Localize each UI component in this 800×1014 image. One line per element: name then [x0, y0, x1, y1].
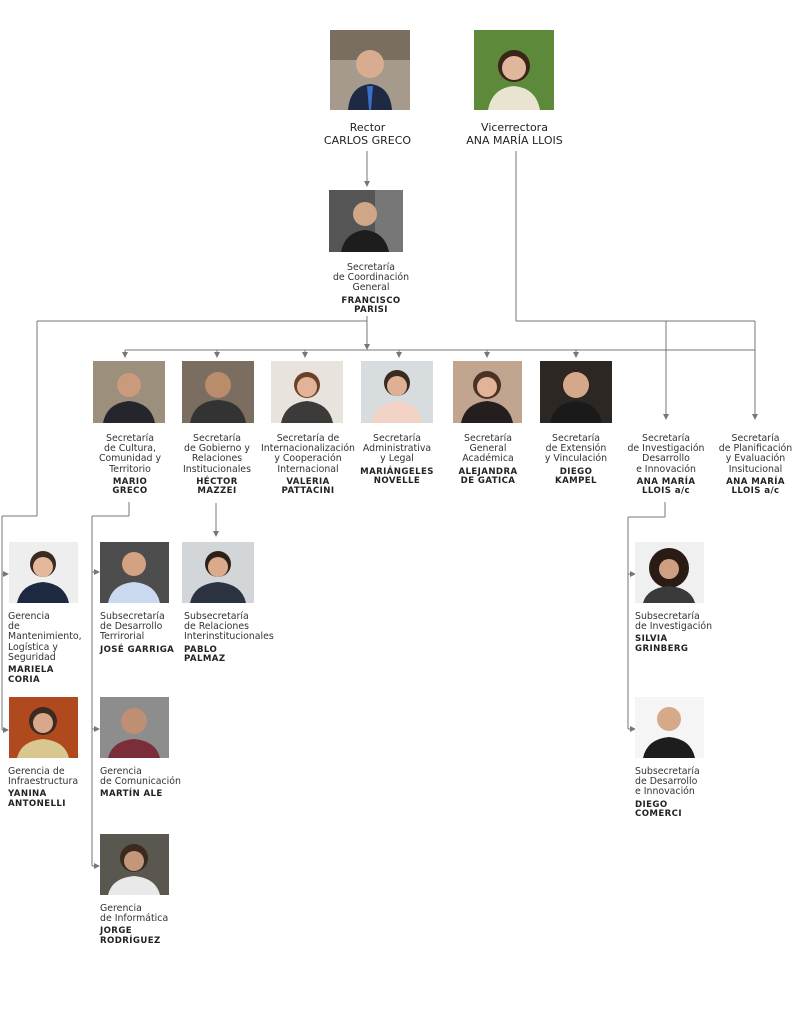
vicerrectora-name: ANA MARÍA LLOIS — [466, 134, 563, 147]
dependencia-role: Subsecretaría de Desarrollo e Innovación — [635, 766, 700, 798]
secretaria-role: Secretaría Administrativa y Legal — [362, 433, 432, 465]
coordinacion-name: FRANCISCO PARISI — [341, 295, 401, 316]
dependencia-name: JOSÉ GARRIGA — [100, 644, 175, 655]
vicerrectora-photo — [474, 30, 554, 110]
gerencia-informatica-photo — [100, 834, 169, 895]
secretaria-internacionalizacion-block: Secretaría de Internacionalización y Coo… — [258, 433, 358, 497]
subsecretaria-investigacion-block: Subsecretaría de Investigación SILVIA GR… — [635, 611, 725, 655]
secretaria-name: MARIO GRECO — [112, 476, 148, 497]
rector-photo — [330, 30, 410, 110]
dependencia-role: Subsecretaría de Investigación — [635, 611, 713, 633]
dependencia-role: Subsecretaría de Relaciones Interinstitu… — [184, 611, 274, 643]
coordinacion-role: Secretaría de Coordinación General — [332, 262, 410, 294]
secretaria-role: Secretaría de Internacionalización y Coo… — [260, 433, 356, 475]
dependencia-role: Gerencia de Comunicación — [100, 766, 181, 788]
dependencia-role: Subsecretaría de Desarrollo Terrirorial — [100, 611, 165, 643]
secretaria-name: ALEJANDRA DE GATICA — [458, 466, 518, 487]
subsecretaria-relaciones-photo — [182, 542, 254, 603]
secretaria-gobierno-photo — [182, 361, 254, 423]
dependencia-name: DIEGO COMERCI — [635, 799, 682, 820]
coordinacion-photo — [329, 190, 403, 252]
gerencia-infraestructura-block: Gerencia de Infraestructura YANINA ANTON… — [8, 766, 94, 810]
gerencia-infraestructura-photo — [9, 697, 78, 758]
secretaria-role: Secretaría General Académica — [462, 433, 514, 465]
secretaria-planificacion-block: Secretaría de Planificación y Evaluación… — [711, 433, 800, 497]
vicerrectora-role: Vicerrectora — [481, 121, 548, 134]
rector-block: Rector CARLOS GRECO — [305, 121, 430, 147]
dependencia-name: JORGE RODRÍGUEZ — [100, 926, 161, 946]
secretaria-academica-photo — [453, 361, 522, 423]
vicerrectora-block: Vicerrectora ANA MARÍA LLOIS — [452, 121, 577, 147]
secretaria-cultura-block: Secretaría de Cultura, Comunidad y Terri… — [86, 433, 174, 497]
gerencia-role: Gerencia de Infraestructura — [8, 766, 79, 788]
subsecretaria-desarrollo-territorial-photo — [100, 542, 169, 603]
secretaria-name: MARIÁNGELES NOVELLE — [360, 466, 434, 487]
subsecretaria-investigacion-photo — [635, 542, 704, 603]
dependencia-name: MARTÍN ALE — [100, 789, 163, 800]
secretaria-administrativa-block: Secretaría Administrativa y Legal MARIÁN… — [349, 433, 445, 487]
dependencia-name: SILVIA GRINBERG — [635, 634, 689, 654]
secretaria-extension-block: Secretaría de Extensión y Vinculación DI… — [528, 433, 624, 487]
subsecretaria-relaciones-block: Subsecretaría de Relaciones Interinstitu… — [184, 611, 284, 665]
secretaria-name: DIEGO KAMPEL — [555, 466, 597, 487]
subsecretaria-desarrollo-territorial-block: Subsecretaría de Desarrollo Terrirorial … — [100, 611, 180, 655]
coordinacion-block: Secretaría de Coordinación General FRANC… — [316, 262, 426, 316]
secretaria-name: ANA MARÍA LLOIS a/c — [726, 476, 785, 497]
secretaria-gobierno-block: Secretaría de Gobierno y Relaciones Inst… — [172, 433, 262, 497]
secretaria-name: HÉCTOR MAZZEI — [196, 476, 238, 497]
secretaria-cultura-photo — [93, 361, 165, 423]
secretaria-role: Secretaría de Extensión y Vinculación — [544, 433, 608, 465]
gerencia-mantenimiento-photo — [9, 542, 78, 603]
secretaria-internacionalizacion-photo — [271, 361, 343, 423]
secretaria-academica-block: Secretaría General Académica ALEJANDRA D… — [442, 433, 534, 487]
gerencia-role: Gerencia de Mantenimiento, Logística y S… — [8, 611, 82, 663]
secretaria-name: ANA MARÍA LLOIS a/c — [636, 476, 696, 497]
gerencia-name: MARIELA CORIA — [8, 665, 54, 685]
subsecretaria-desarrollo-innovacion-photo — [635, 697, 704, 758]
secretaria-extension-photo — [540, 361, 612, 423]
secretaria-name: VALERIA PATTACINI — [281, 476, 335, 497]
secretaria-investigacion-block: Secretaría de Investigación Desarrollo e… — [620, 433, 712, 497]
gerencia-comunicacion-photo — [100, 697, 169, 758]
secretaria-administrativa-photo — [361, 361, 433, 423]
secretaria-role: Secretaría de Cultura, Comunidad y Terri… — [98, 433, 162, 475]
subsecretaria-desarrollo-innovacion-block: Subsecretaría de Desarrollo e Innovación… — [635, 766, 725, 820]
rector-name: CARLOS GRECO — [323, 134, 412, 147]
gerencia-informatica-block: Gerencia de Informática JORGE RODRÍGUEZ — [100, 903, 184, 947]
gerencia-mantenimiento-block: Gerencia de Mantenimiento, Logística y S… — [8, 611, 94, 685]
dependencia-role: Gerencia de Informática — [100, 903, 169, 925]
gerencia-name: YANINA ANTONELLI — [8, 789, 66, 809]
rector-role: Rector — [349, 121, 386, 134]
secretaria-role: Secretaría de Planificación y Evaluación… — [718, 433, 793, 475]
dependencia-name: PABLO PALMAZ — [184, 644, 226, 665]
gerencia-comunicacion-block: Gerencia de Comunicación MARTÍN ALE — [100, 766, 184, 800]
secretaria-role: Secretaría de Gobierno y Relaciones Inst… — [183, 433, 251, 475]
secretaria-role: Secretaría de Investigación Desarrollo e… — [627, 433, 705, 475]
